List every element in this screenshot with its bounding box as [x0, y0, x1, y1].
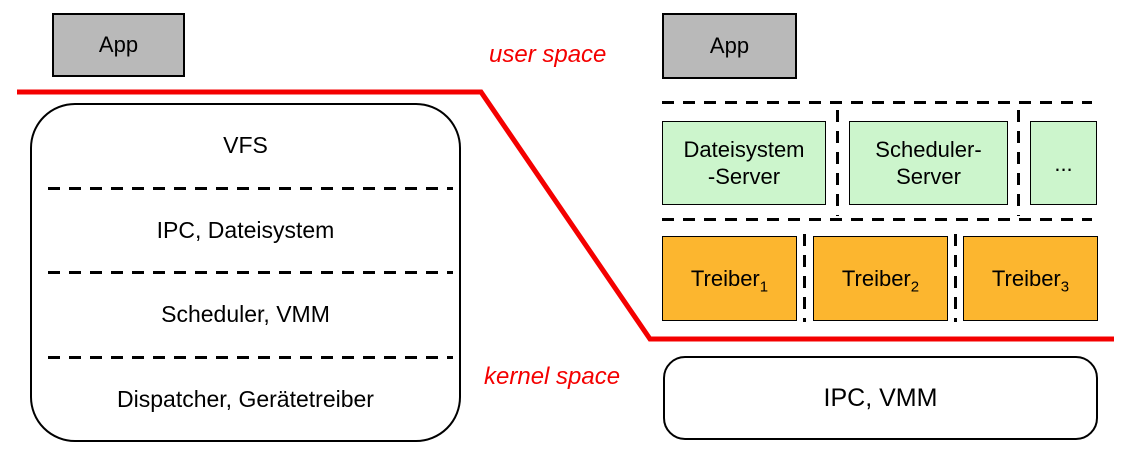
server-label-line1: Scheduler- — [875, 137, 982, 162]
monolithic-kernel-box: VFS IPC, Dateisystem Scheduler, VMM Disp… — [30, 103, 461, 442]
microkernel-kernel-label: IPC, VMM — [823, 383, 938, 412]
treiber1-label: Treiber1 — [690, 265, 769, 295]
treiber2-label: Treiber2 — [841, 265, 920, 295]
layer-ipc-dateisystem-label: IPC, Dateisystem — [156, 216, 335, 243]
monolithic-app-box: App — [52, 13, 185, 77]
layer-dispatcher-geraetetreiber-label: Dispatcher, Gerätetreiber — [117, 385, 374, 412]
treiber3-label: Treiber3 — [991, 265, 1070, 295]
server-label-line2: -Server — [707, 164, 781, 189]
dateisystem-server-box: Dateisystem -Server — [662, 121, 826, 205]
layer-vfs-label: VFS — [223, 132, 268, 159]
user-space-label: user space — [489, 41, 607, 68]
microkernel-app-label: App — [709, 33, 750, 58]
microkernel-kernel-box: IPC, VMM — [663, 356, 1098, 440]
user-row-divider-top — [662, 101, 1092, 104]
scheduler-server-label: Scheduler- Server — [875, 136, 981, 190]
more-servers-label: ... — [1054, 150, 1073, 176]
treiber1-box: Treiber1 — [662, 236, 797, 321]
server-label-line2: Server — [896, 164, 961, 189]
layer-vfs: VFS — [32, 105, 459, 187]
monolithic-app-label: App — [98, 32, 139, 57]
user-row-divider-bottom — [662, 218, 1092, 221]
layer-divider-dashed — [48, 186, 453, 190]
scheduler-server-box: Scheduler- Server — [849, 121, 1008, 205]
layer-divider-dashed — [48, 271, 453, 274]
treiber3-box: Treiber3 — [963, 236, 1098, 321]
server-divider-dashed — [1017, 110, 1020, 216]
microkernel-app-box: App — [662, 13, 797, 79]
layer-ipc-dateisystem: IPC, Dateisystem — [32, 190, 459, 272]
server-divider-dashed — [836, 110, 839, 216]
dateisystem-server-label: Dateisystem -Server — [683, 136, 804, 190]
more-servers-box: ... — [1030, 121, 1097, 205]
driver-divider-dashed — [954, 234, 957, 322]
layer-dispatcher-geraetetreiber: Dispatcher, Gerätetreiber — [32, 359, 459, 441]
layer-scheduler-vmm: Scheduler, VMM — [32, 274, 459, 356]
layer-divider-dashed — [48, 355, 453, 359]
server-label-line1: Dateisystem — [683, 137, 805, 162]
treiber2-box: Treiber2 — [813, 236, 948, 321]
kernel-space-label: kernel space — [484, 363, 621, 390]
driver-divider-dashed — [803, 234, 806, 322]
layer-scheduler-vmm-label: Scheduler, VMM — [161, 301, 330, 328]
